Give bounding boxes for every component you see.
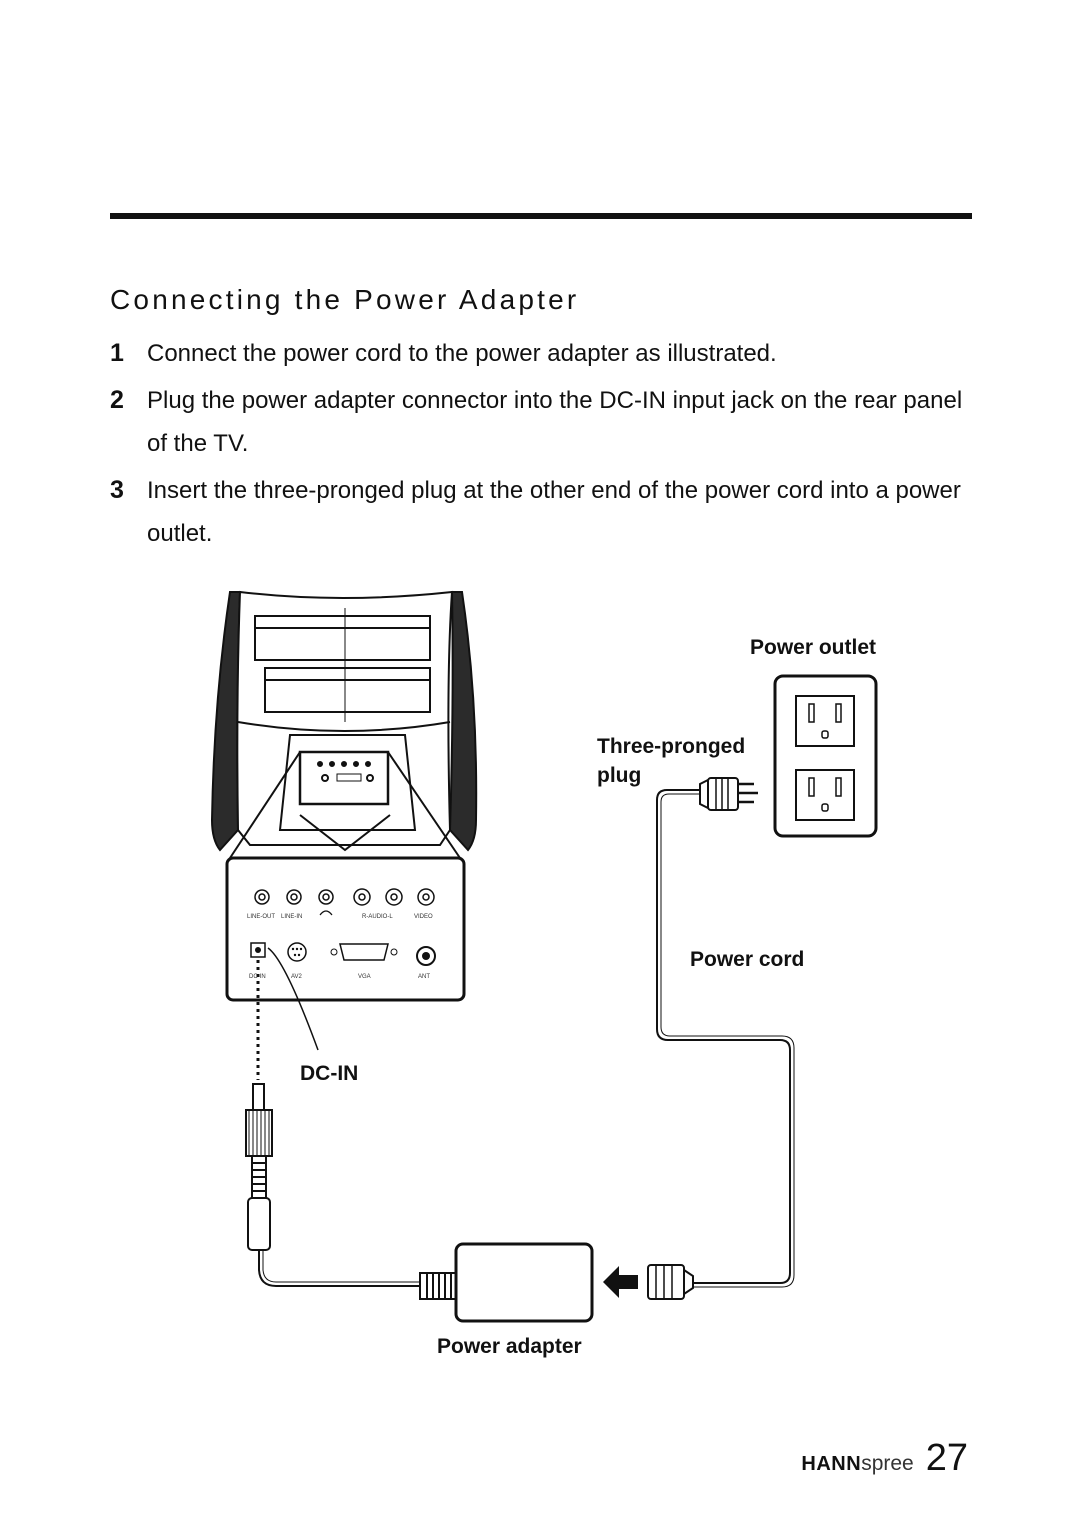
label-line-in: LINE-IN bbox=[281, 914, 302, 920]
vga-port bbox=[339, 943, 389, 961]
zoom-callout bbox=[229, 751, 461, 859]
step-text: Insert the three-pronged plug at the oth… bbox=[147, 477, 961, 547]
label-three-pronged: Three-pronged bbox=[597, 735, 745, 758]
dc-connector bbox=[245, 1083, 273, 1251]
step-number: 1 bbox=[110, 339, 124, 367]
label-plug: plug bbox=[597, 764, 641, 787]
page-footer: HANN spree 27 bbox=[801, 1437, 968, 1480]
label-ant: ANT bbox=[418, 974, 430, 980]
tv-rear-illustration bbox=[210, 590, 478, 852]
insert-arrow-icon bbox=[603, 1266, 638, 1298]
label-power-outlet: Power outlet bbox=[750, 636, 876, 659]
power-cord bbox=[656, 789, 795, 1288]
power-outlet bbox=[773, 674, 878, 838]
step-text: Connect the power cord to the power adap… bbox=[147, 340, 777, 367]
power-adapter-brick bbox=[419, 1242, 594, 1323]
section-rule bbox=[110, 213, 972, 219]
av2-port bbox=[287, 942, 307, 962]
step-number: 3 bbox=[110, 476, 124, 504]
connector-panel: LINE-OUT LINE-IN R-AUDIO-L VIDEO DC-IN A… bbox=[225, 856, 466, 1002]
label-power-adapter: Power adapter bbox=[437, 1335, 582, 1358]
cord-connector bbox=[647, 1264, 694, 1300]
brand-logo-light: spree bbox=[861, 1452, 914, 1475]
section-title: Connecting the Power Adapter bbox=[110, 284, 580, 315]
label-dc-in: DC-IN bbox=[300, 1062, 358, 1085]
dc-in-pointer bbox=[267, 947, 319, 1051]
label-audio: R-AUDIO-L bbox=[362, 914, 393, 920]
label-line-out: LINE-OUT bbox=[247, 914, 275, 920]
step-number: 2 bbox=[110, 386, 124, 414]
label-vga: VGA bbox=[358, 974, 371, 980]
adapter-cable bbox=[258, 1250, 420, 1287]
three-pronged-plug bbox=[699, 777, 758, 811]
page-number: 27 bbox=[925, 1437, 968, 1479]
headphone-icon bbox=[319, 910, 333, 916]
brand-logo-bold: HANN bbox=[801, 1453, 862, 1475]
label-power-cord: Power cord bbox=[690, 948, 804, 971]
label-av2: AV2 bbox=[291, 974, 303, 980]
label-video: VIDEO bbox=[414, 914, 433, 920]
step-text: Plug the power adapter connector into th… bbox=[147, 387, 963, 457]
